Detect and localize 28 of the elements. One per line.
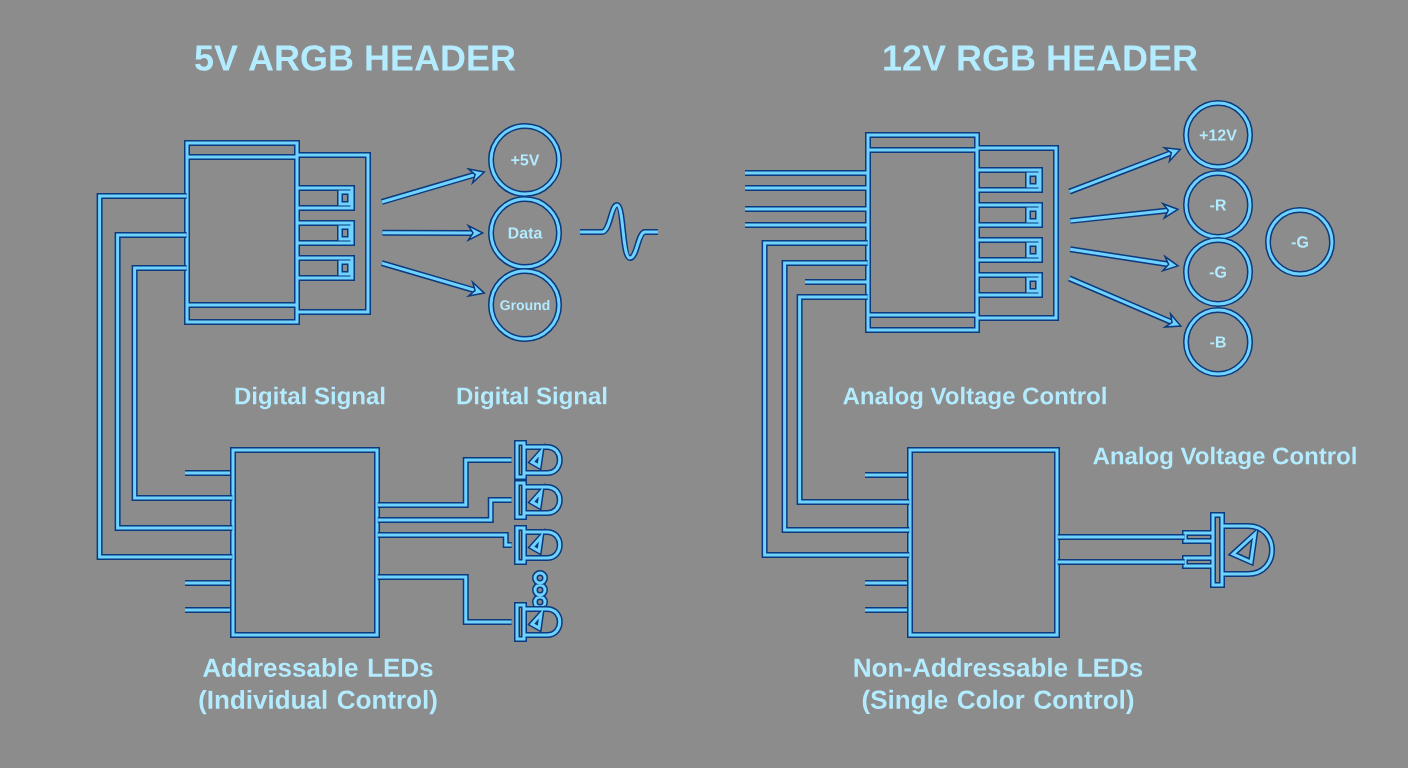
led-drawing xyxy=(514,602,563,642)
signal-label: Digital Signal xyxy=(235,386,385,410)
signal-label: Analog Voltage Control xyxy=(1093,446,1356,470)
section-title: 12V RGB HEADER xyxy=(884,45,1198,71)
led-drawing xyxy=(514,525,563,565)
wire xyxy=(131,265,233,501)
wire xyxy=(1057,559,1185,565)
wire xyxy=(377,497,512,523)
node-label: Non-Addressable LEDs (Single Color Control) xyxy=(854,657,1143,715)
connector-drawing xyxy=(742,132,1059,333)
wire xyxy=(1057,534,1185,540)
led-drawing xyxy=(1182,512,1275,588)
signal-label: Digital Signal xyxy=(457,386,607,410)
node-label: Addressable LEDs (Individual Control) xyxy=(199,657,437,715)
connector-drawing xyxy=(184,140,371,325)
wire xyxy=(96,193,233,560)
signal-label: Analog Voltage Control xyxy=(843,386,1106,410)
section-title: 5V ARGB HEADER xyxy=(195,45,516,71)
led-drawing xyxy=(514,480,563,520)
wire xyxy=(377,532,512,548)
wire xyxy=(796,294,910,505)
wire xyxy=(377,457,512,508)
arrow xyxy=(381,167,486,205)
wire xyxy=(114,232,233,531)
wire xyxy=(761,240,910,558)
wire xyxy=(781,260,910,533)
led-drawing xyxy=(514,440,563,480)
wire xyxy=(377,574,512,625)
